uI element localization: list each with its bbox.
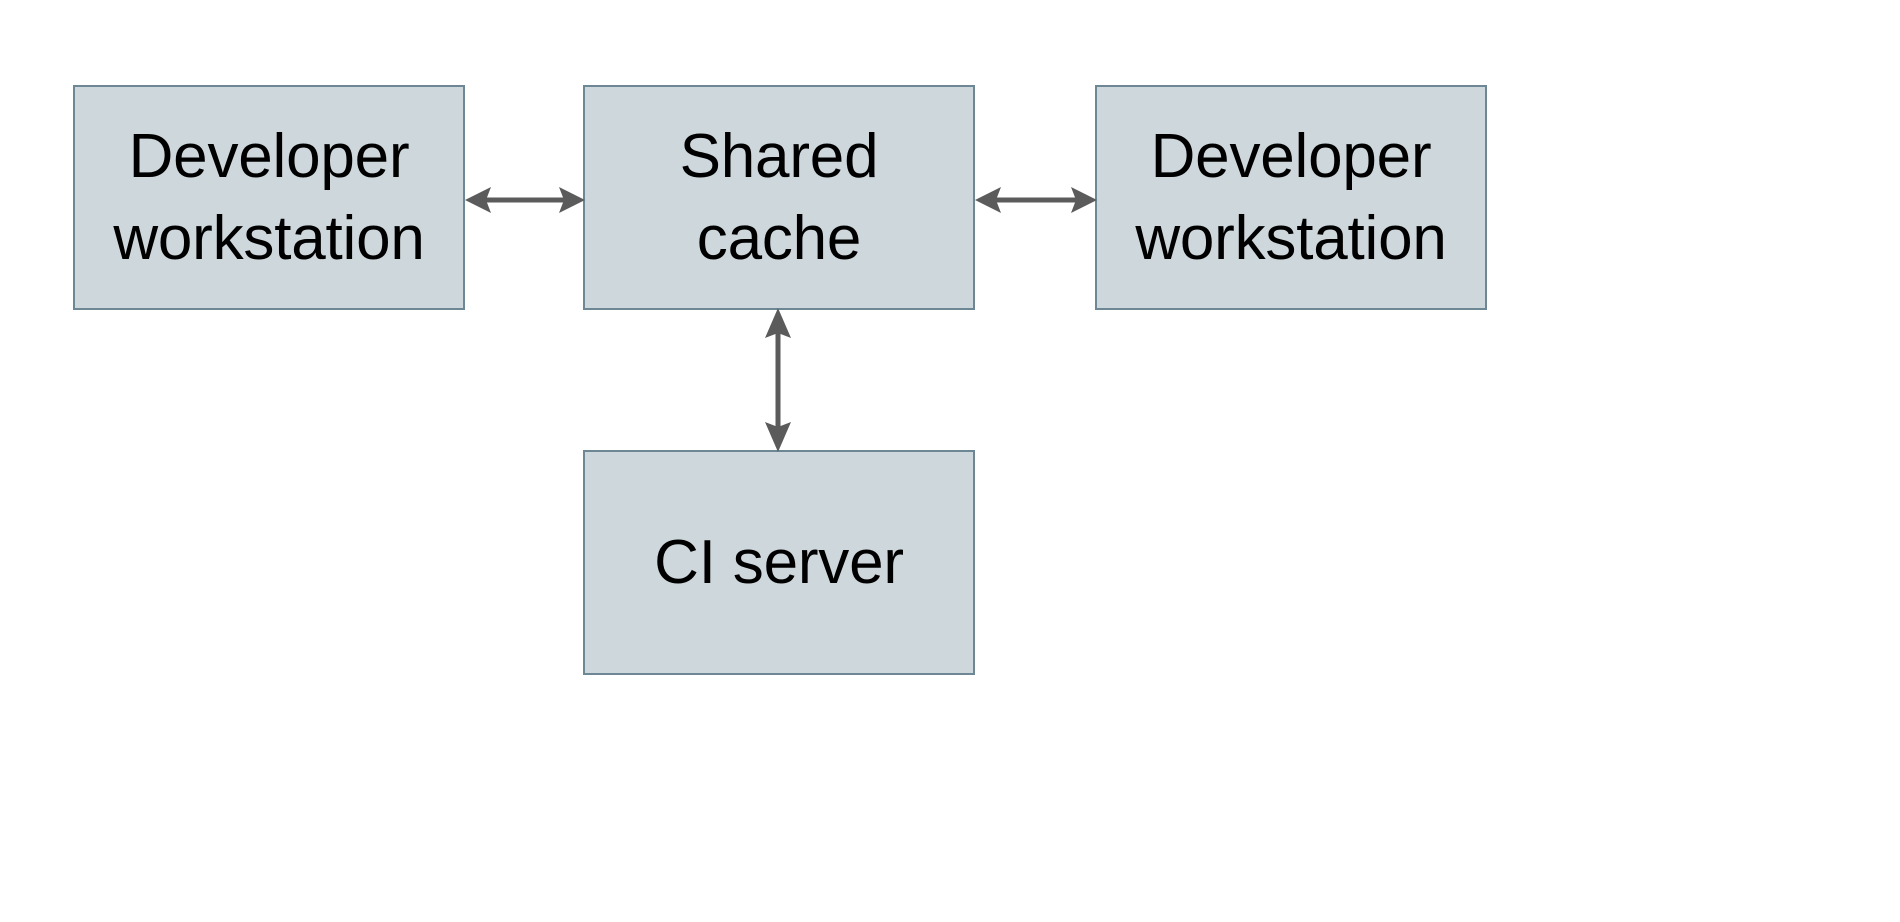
node-label: Developer workstation — [1135, 121, 1447, 273]
node-label: Shared cache — [679, 121, 879, 273]
connector-shared-cache-to-dev-right[interactable] — [975, 170, 1097, 230]
node-label: CI server — [654, 527, 904, 597]
connector-dev-left-to-shared-cache[interactable] — [465, 170, 585, 230]
arrow-head-down-icon — [765, 422, 791, 452]
node-developer-workstation-left[interactable]: Developer workstation — [73, 85, 465, 310]
arrow-head-left-icon — [975, 187, 1001, 213]
arrow-head-up-icon — [765, 308, 791, 338]
node-label: Developer workstation — [113, 121, 425, 273]
node-shared-cache[interactable]: Shared cache — [583, 85, 975, 310]
arrow-head-left-icon — [465, 187, 491, 213]
arrow-head-right-icon — [1071, 187, 1097, 213]
connector-shared-cache-to-ci-server[interactable] — [748, 308, 808, 452]
node-developer-workstation-right[interactable]: Developer workstation — [1095, 85, 1487, 310]
node-ci-server[interactable]: CI server — [583, 450, 975, 675]
arrow-head-right-icon — [559, 187, 585, 213]
